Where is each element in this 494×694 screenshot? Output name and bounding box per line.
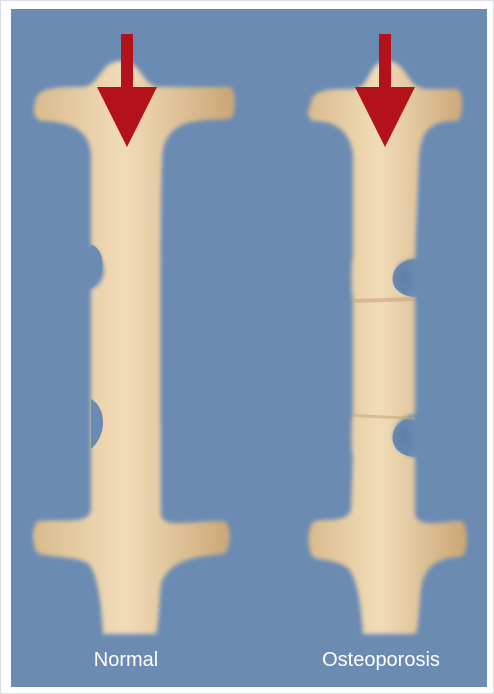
bone-illustration bbox=[11, 9, 487, 687]
normal-bone bbox=[33, 61, 235, 634]
osteoporosis-bone bbox=[308, 61, 467, 634]
osteoporosis-label: Osteoporosis bbox=[322, 649, 440, 672]
normal-label: Normal bbox=[94, 649, 158, 672]
illustration-panel: Normal Osteoporosis bbox=[11, 9, 487, 687]
